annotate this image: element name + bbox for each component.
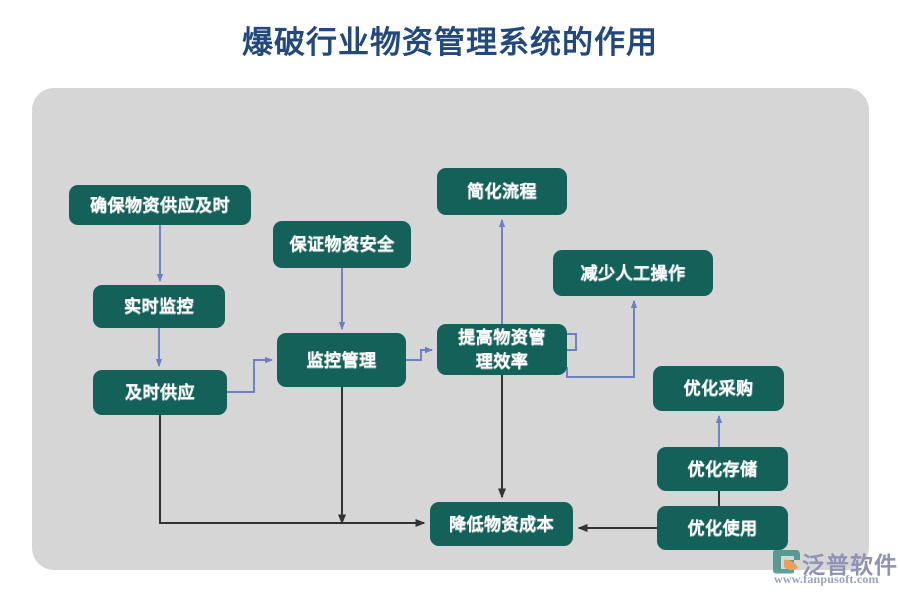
node-improve-efficiency[interactable]: 提高物资管 理效率 (437, 324, 567, 375)
node-simplify-process[interactable]: 简化流程 (437, 168, 567, 215)
node-ensure-supply[interactable]: 确保物资供应及时 (69, 185, 251, 225)
fanpu-logo-icon (773, 550, 800, 574)
node-ensure-safety[interactable]: 保证物资安全 (273, 221, 411, 268)
node-optimize-usage[interactable]: 优化使用 (657, 506, 788, 550)
node-optimize-purchase[interactable]: 优化采购 (653, 366, 784, 411)
watermark-logo: 泛普软件 www.fanpusoft.com (772, 546, 897, 594)
node-reduce-cost[interactable]: 降低物资成本 (430, 502, 573, 546)
watermark-brand: 泛普软件 (802, 552, 898, 578)
node-optimize-storage[interactable]: 优化存储 (657, 447, 788, 491)
node-realtime-monitor[interactable]: 实时监控 (93, 285, 225, 328)
node-timely-supply[interactable]: 及时供应 (93, 370, 227, 415)
page-title: 爆破行业物资管理系统的作用 (242, 25, 658, 60)
node-reduce-manual[interactable]: 减少人工操作 (553, 250, 713, 296)
node-monitor-management[interactable]: 监控管理 (277, 333, 406, 387)
watermark-url: www.fanpusoft.com (774, 572, 879, 586)
